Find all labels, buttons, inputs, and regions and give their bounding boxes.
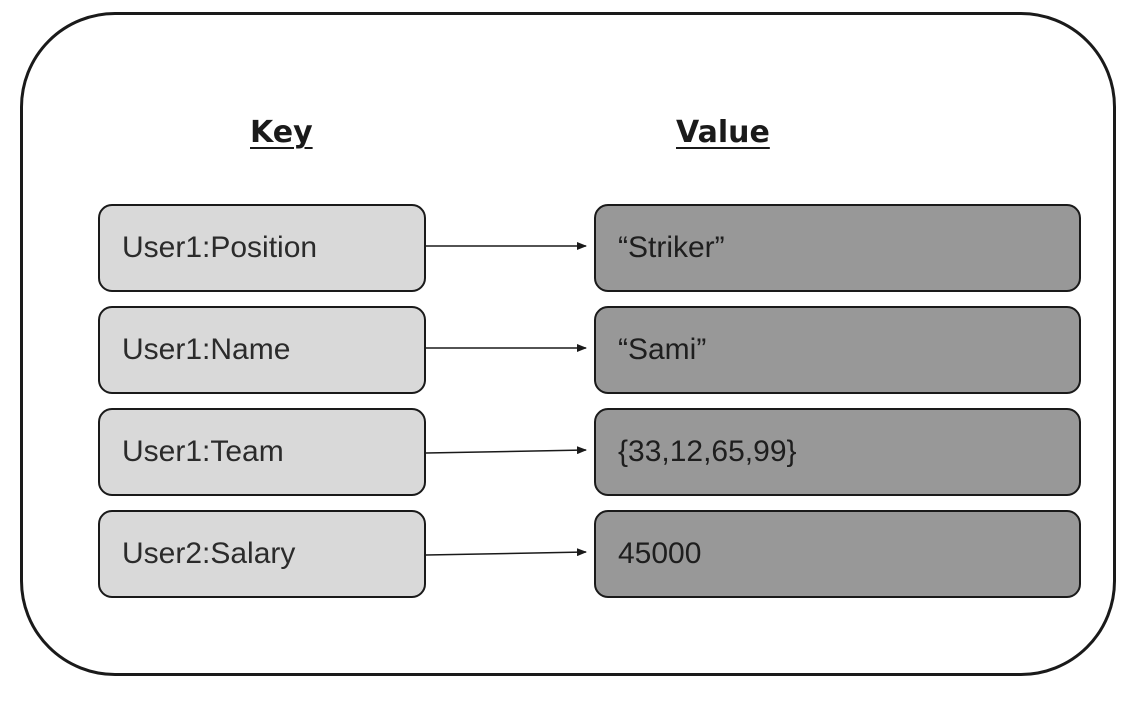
diagram-frame (20, 12, 1116, 676)
key-box-user1-name: User1:Name (98, 306, 426, 394)
value-column-header: Value (676, 115, 770, 150)
value-box-user1-name: “Sami” (594, 306, 1081, 394)
value-box-user1-team: {33,12,65,99} (594, 408, 1081, 496)
value-box-user2-salary: 45000 (594, 510, 1081, 598)
key-box-user2-salary: User2:Salary (98, 510, 426, 598)
key-box-user1-position: User1:Position (98, 204, 426, 292)
value-box-user1-position: “Striker” (594, 204, 1081, 292)
key-column-header: Key (250, 115, 313, 150)
arrow-salary (425, 548, 587, 557)
key-box-user1-team: User1:Team (98, 408, 426, 496)
arrow-team (425, 446, 587, 455)
